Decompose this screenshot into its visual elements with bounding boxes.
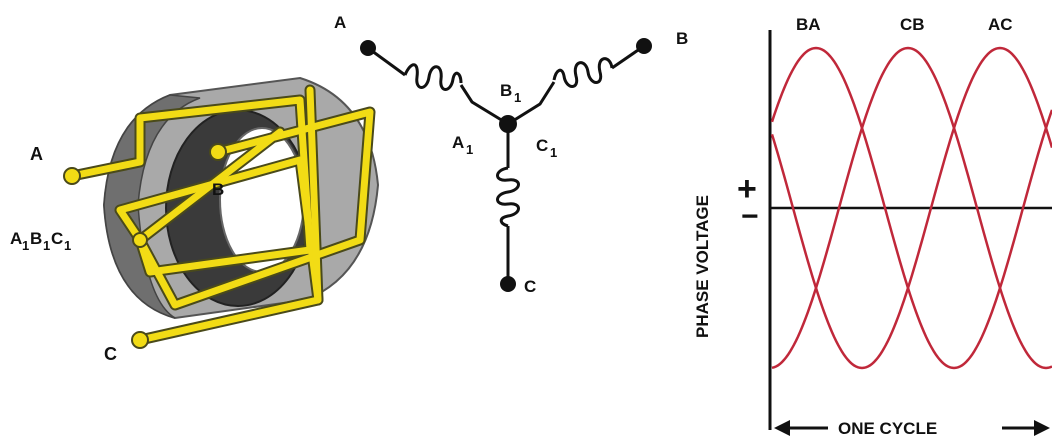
stator-front-face [103,94,201,319]
minus-sign: − [741,200,759,233]
terminal-c-dot [131,331,149,349]
branch-b-coil-icon [552,57,614,88]
cycle-arrow-left-icon [774,420,790,436]
cycle-arrow-right-icon [1034,420,1050,436]
waveform-curves [770,46,1052,370]
peak-label-cb: CB [900,15,925,34]
wye-node-a1-sub: 1 [466,142,473,157]
stator-label-a: A [30,144,43,164]
neutral-sub-3: 1 [64,238,71,253]
wave-ac [770,46,1052,370]
plus-sign: + [737,170,757,208]
neutral-main-c: C [51,229,63,248]
cycle-label: ONE CYCLE [838,419,937,438]
wye-terminal-a [360,40,376,56]
neutral-main-a: A [10,229,22,248]
wave-ba [770,46,1052,370]
terminal-b-dot [209,143,227,161]
waveform-y-label: PHASE VOLTAGE [693,195,712,338]
wye-node-b1-sub: 1 [514,90,521,105]
neutral-sub-1: 1 [22,238,29,253]
peak-label-ba: BA [796,15,821,34]
wye-center-node [499,115,517,133]
branch-a-coil-icon [403,63,463,91]
terminal-a-dot [63,167,81,185]
waveform-panel: PHASE VOLTAGE + − BA CB AC ONE CYCLE [693,15,1052,438]
wye-node-c1: C [536,136,548,155]
wave-cb [771,46,1052,370]
stator-label-neutral: A 1 B 1 C 1 [10,229,71,253]
coil-wires [66,84,376,346]
wye-node-a1: A [452,133,464,152]
branch-c-coil-icon [496,166,520,228]
wye-node-c1-sub: 1 [550,145,557,160]
stator-label-c: C [104,344,117,364]
peak-label-ac: AC [988,15,1013,34]
wye-node-b1: B [500,81,512,100]
branch-a-tail [459,84,509,126]
neutral-junction-dot [132,232,148,248]
wye-label-b: B [676,29,688,48]
wye-label-c: C [524,277,536,296]
stator-label-b: B [212,180,224,199]
stator-illustration: A B C A 1 B 1 C 1 [10,76,380,364]
wye-terminal-c [500,276,516,292]
one-cycle-marker: ONE CYCLE [774,419,1050,438]
branch-b-tail [507,81,556,126]
neutral-main-b: B [30,229,42,248]
wye-terminal-b [636,38,652,54]
wye-label-a: A [334,13,346,32]
neutral-sub-2: 1 [43,238,50,253]
